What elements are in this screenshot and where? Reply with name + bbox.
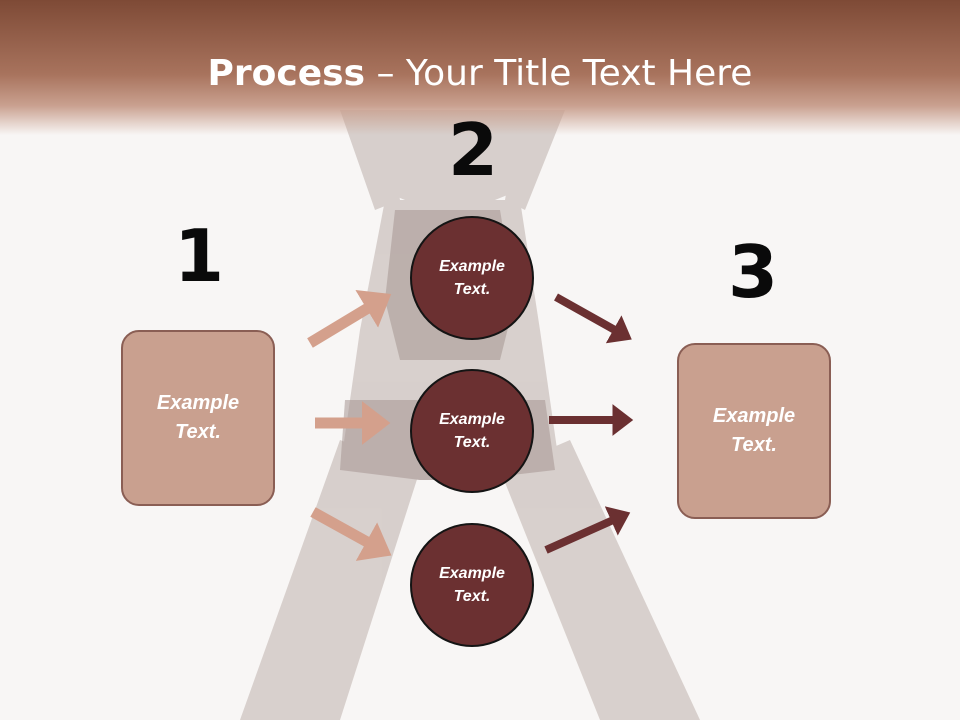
arrow-circle1-to-box3 xyxy=(554,293,632,344)
step-number-1: 1 xyxy=(173,214,225,298)
circle-bottom-label: Example Text. xyxy=(439,565,505,605)
step-number-3: 3 xyxy=(727,230,779,314)
step-2-circle-middle: Example Text. xyxy=(410,369,534,493)
arrow-circle3-to-box3 xyxy=(544,506,631,554)
title-rest: – Your Title Text Here xyxy=(365,53,753,94)
step-number-2: 2 xyxy=(447,108,499,192)
step-1-box: Example Text. xyxy=(121,330,275,506)
step-2-circle-top: Example Text. xyxy=(410,216,534,340)
arrow-box1-to-circle3 xyxy=(310,507,392,561)
step-3-box: Example Text. xyxy=(677,343,831,519)
title-bold: Process xyxy=(207,53,366,94)
step-2-circle-bottom: Example Text. xyxy=(410,523,534,647)
slide-title: Process – Your Title Text Here xyxy=(0,52,960,96)
arrow-box1-to-circle1 xyxy=(307,289,392,348)
step-1-box-label: Example Text. xyxy=(156,392,240,443)
circle-top-label: Example Text. xyxy=(439,258,505,298)
step-3-box-label: Example Text. xyxy=(712,405,796,456)
header-band xyxy=(0,0,960,135)
circle-middle-label: Example Text. xyxy=(439,411,505,451)
